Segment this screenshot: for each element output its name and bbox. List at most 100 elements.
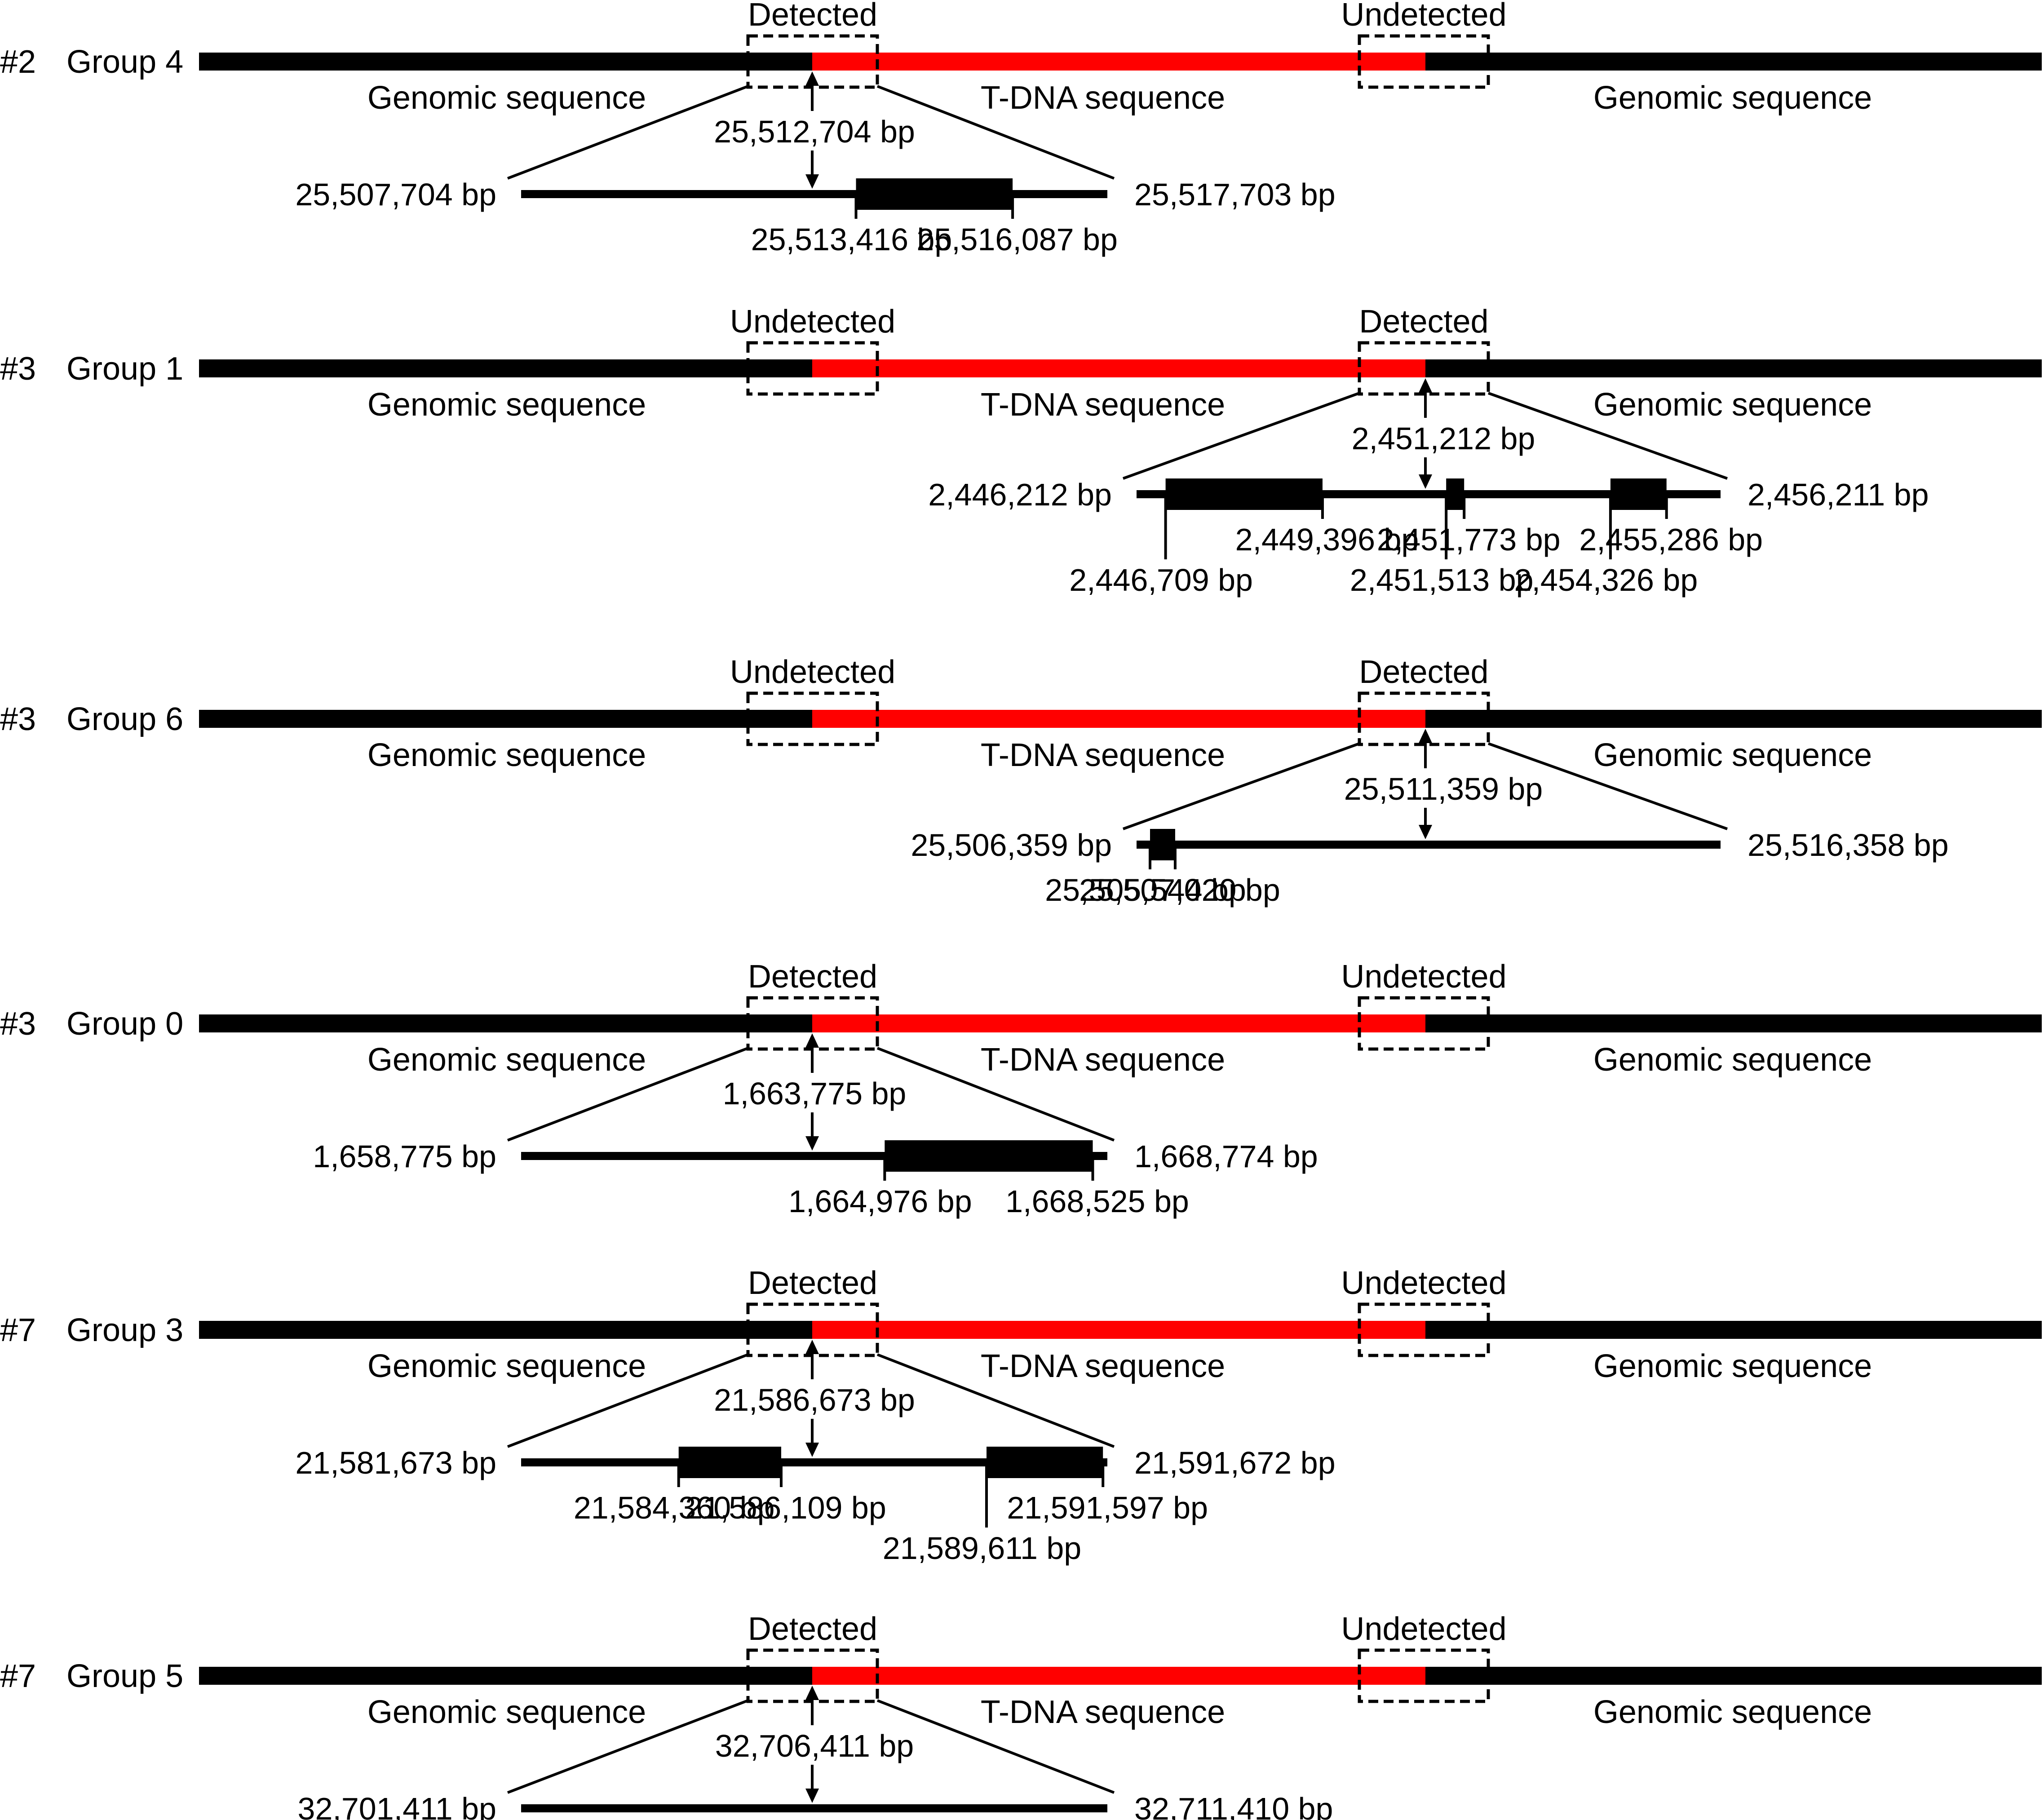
feature-block	[987, 1447, 1103, 1478]
tdna-label: T-DNA sequence	[981, 737, 1225, 773]
insertion-arrow-up-head	[1419, 729, 1432, 743]
feature-start-label: 21,584,360 bp	[574, 1490, 775, 1525]
feature-block	[1610, 478, 1667, 510]
feature-end-label: 25,516,087 bp	[916, 222, 1118, 257]
zoom-line-left	[507, 1699, 749, 1794]
left-junction-status: Detected	[748, 1265, 877, 1301]
left-junction-box	[746, 691, 879, 746]
detail-genomic-line	[521, 1804, 1107, 1812]
tdna-sequence-bar	[812, 710, 1425, 728]
tdna-label: T-DNA sequence	[981, 1042, 1225, 1078]
feature-2: 2,451,513 bp 2,451,773 bp	[1350, 478, 1561, 598]
tdna-sequence-bar	[812, 1321, 1425, 1339]
line-label: #2	[0, 44, 36, 80]
feature-end-label: 2,451,773 bp	[1377, 522, 1561, 557]
feature-block	[1446, 478, 1464, 510]
tdna-sequence-bar	[812, 53, 1425, 71]
right-junction-box	[1358, 691, 1490, 746]
tdna-sequence-bar	[812, 359, 1425, 377]
group-label: Group 4	[66, 44, 183, 80]
genomic-right-label: Genomic sequence	[1593, 1694, 1872, 1730]
feature-block	[1165, 478, 1323, 510]
detail-genomic-line	[521, 1458, 1107, 1466]
genomic-left-label: Genomic sequence	[367, 387, 646, 423]
feature-end-label: 21,591,597 bp	[1007, 1490, 1208, 1525]
zoom-line-left	[1122, 742, 1360, 830]
insertion-arrow-down-head	[805, 1443, 819, 1457]
insertion-position-label: 1,663,775 bp	[723, 1076, 907, 1111]
region-start-label: 25,507,704 bp	[295, 177, 496, 212]
tdna-sequence-bar	[812, 1014, 1425, 1032]
right-junction-box	[1358, 996, 1490, 1051]
region-start-label: 2,446,212 bp	[928, 477, 1112, 512]
feature-end-label: 21,586,109 bp	[685, 1490, 886, 1525]
right-junction-box	[1358, 34, 1490, 89]
feature-end-label: 25,507,020 bp	[1079, 872, 1280, 908]
tdna-label: T-DNA sequence	[981, 1348, 1225, 1384]
tdna-label: T-DNA sequence	[981, 1694, 1225, 1730]
zoom-line-right	[876, 85, 1115, 180]
detail-genomic-line	[1137, 841, 1721, 849]
right-junction-status: Undetected	[1341, 1265, 1506, 1301]
zoom-line-left	[507, 85, 749, 180]
region-end-label: 25,516,358 bp	[1748, 828, 1949, 863]
insertion-position-label: 21,586,673 bp	[714, 1382, 915, 1417]
region-end-label: 25,517,703 bp	[1134, 177, 1336, 212]
left-junction-status: Detected	[748, 0, 877, 33]
region-start-label: 1,658,775 bp	[313, 1139, 496, 1174]
zoom-line-left	[507, 1353, 749, 1448]
zoom-line-right	[876, 1353, 1115, 1448]
zoom-line-left	[507, 1047, 749, 1142]
region-start-label: 25,506,359 bp	[911, 828, 1112, 863]
insertion-position-label: 25,511,359 bp	[1344, 771, 1543, 806]
insertion-arrow-up-head	[805, 71, 819, 86]
insertion-arrow-up-head	[805, 1033, 819, 1048]
insertion-arrow-down-head	[805, 174, 819, 189]
region-start-label: 32,701,411 bp	[298, 1791, 496, 1820]
insertion-arrow-down-head	[805, 1136, 819, 1151]
feature-start-label: 25,513,416 bp	[751, 222, 952, 257]
left-junction-status: Detected	[748, 1611, 877, 1647]
feature-3: 2,454,326 bp2,455,286 bp	[1514, 478, 1763, 598]
right-junction-status: Undetected	[1341, 959, 1506, 995]
group-label: Group 0	[66, 1006, 183, 1042]
insertion-arrow-up-head	[805, 1686, 819, 1700]
zoom-line-right	[1487, 392, 1728, 480]
insertion-arrow-down-head	[805, 1789, 819, 1803]
group-label: Group 1	[66, 351, 183, 387]
left-junction-box	[746, 341, 879, 396]
zoom-line-right	[876, 1699, 1115, 1794]
right-junction-status: Undetected	[1341, 1611, 1506, 1647]
region-start-label: 21,581,673 bp	[295, 1445, 496, 1480]
genomic-left-label: Genomic sequence	[367, 1042, 646, 1078]
feature-end-label: 2,449,396 bp	[1235, 522, 1419, 557]
genomic-right-label: Genomic sequence	[1593, 1348, 1872, 1384]
genomic-left-label: Genomic sequence	[367, 80, 646, 116]
feature-start-label: 2,451,513 bp	[1350, 562, 1534, 598]
insertion-position-label: 25,512,704 bp	[714, 114, 915, 149]
tdna-sequence-bar	[812, 1667, 1425, 1685]
right-junction-status: Detected	[1359, 654, 1488, 690]
group-label: Group 5	[66, 1658, 183, 1694]
genomic-right-label: Genomic sequence	[1593, 387, 1872, 423]
genomic-left-label: Genomic sequence	[367, 1694, 646, 1730]
insertion-arrow-down-head	[1419, 474, 1432, 489]
line-label: #3	[0, 701, 36, 737]
feature-block	[678, 1447, 781, 1478]
feature-start-label: 2,454,326 bp	[1514, 562, 1698, 598]
feature-start-label: 21,589,611 bp	[883, 1531, 1081, 1566]
feature-1: 2,446,709 bp2,449,396 bp	[1069, 478, 1419, 598]
region-end-label: 1,668,774 bp	[1134, 1139, 1318, 1174]
region-end-label: 32,711,410 bp	[1134, 1791, 1333, 1820]
